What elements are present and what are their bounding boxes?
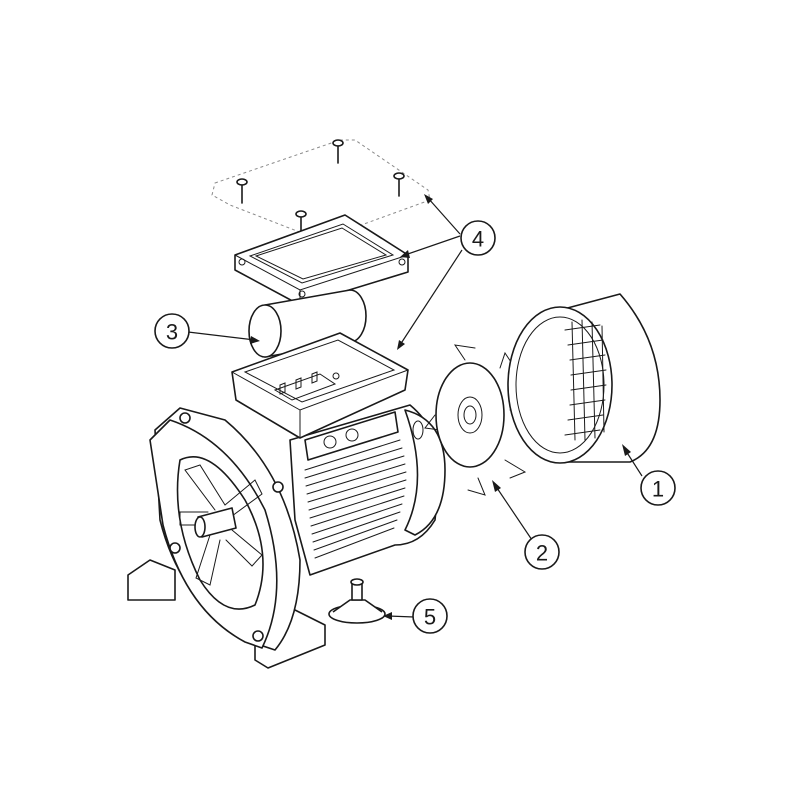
fan-cover-grille — [564, 319, 607, 441]
callout-2-label: 2 — [536, 541, 548, 566]
pump-flange — [127, 407, 326, 669]
drain-plug — [328, 578, 386, 624]
callout-5: 5 — [412, 598, 448, 634]
callout-1-label: 1 — [652, 477, 664, 502]
callout-5-label: 5 — [424, 605, 436, 630]
screw — [393, 172, 405, 197]
callout-4-label: 4 — [472, 227, 484, 252]
motor-body — [289, 404, 446, 576]
terminal-box-lid — [234, 214, 409, 306]
callout-3: 3 — [154, 313, 190, 349]
screw — [236, 178, 248, 204]
callout-3-label: 3 — [166, 320, 178, 345]
fan-cover — [507, 293, 661, 464]
callout-2: 2 — [524, 534, 560, 570]
cooling-fins — [304, 439, 407, 559]
callout-4: 4 — [460, 220, 496, 256]
screw — [332, 139, 344, 164]
impeller-vanes — [179, 464, 263, 586]
screws-group — [211, 139, 431, 241]
cooling-fan — [424, 344, 531, 496]
terminal-box-base — [231, 332, 409, 439]
leader-lines — [187, 194, 643, 620]
callout-1: 1 — [640, 470, 676, 506]
